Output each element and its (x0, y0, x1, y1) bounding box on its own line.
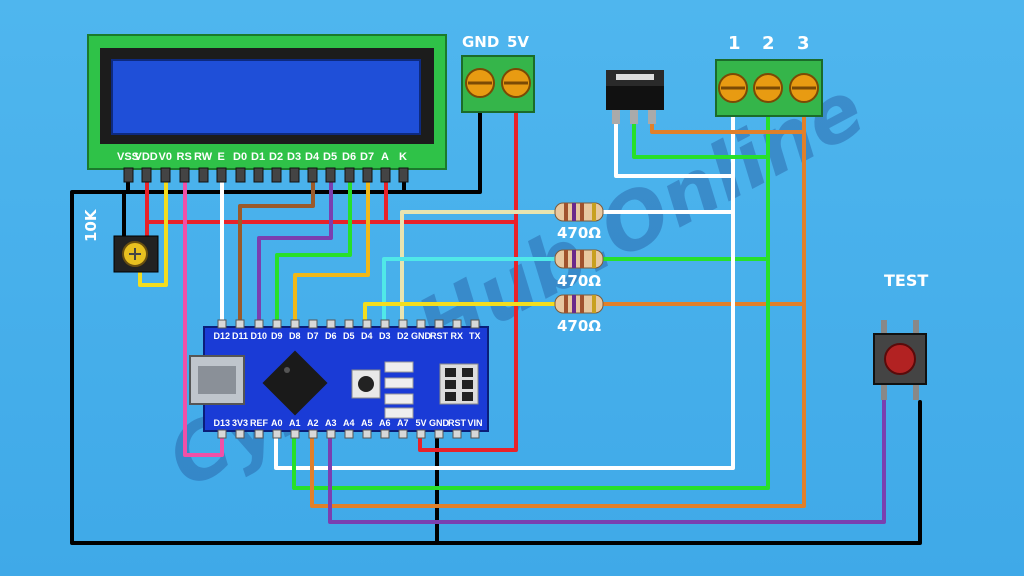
wire-v0 (138, 175, 168, 287)
nano-bottom_pins-label: A5 (361, 418, 373, 428)
lcd-pin-label: D7 (360, 151, 375, 163)
nano-bottom_pins-label: 5V (415, 418, 427, 428)
sensor-terminal (715, 59, 823, 117)
nano-top_pins-label: D3 (379, 331, 391, 341)
lcd-pin-label: RS (176, 151, 192, 163)
nano-bottom_pins-label: A2 (307, 418, 319, 428)
nano-bottom_pins-label: A3 (325, 418, 337, 428)
wire-d5 (257, 175, 333, 327)
wire-d3-res2 (382, 257, 557, 327)
lcd-pin-label: V0 (158, 151, 172, 163)
wire-rs (183, 175, 224, 457)
nano-top_pins-label: D7 (307, 331, 319, 341)
resistor-1-label: 470Ω (557, 224, 602, 242)
nano-bottom_pins-label: A6 (379, 418, 391, 428)
nano-top_pins-label: D12 (213, 331, 231, 341)
nano-bottom_pins-label: REF (250, 418, 268, 428)
wire-sensor-green (632, 116, 770, 159)
lcd-pin-label: D0 (233, 151, 248, 163)
nano-bottom_pins-label: 3V3 (232, 418, 249, 428)
test-button (873, 320, 927, 400)
lcd-pin-label: D5 (323, 151, 338, 163)
wire-term2 (292, 110, 770, 490)
lcd-pin-label: D3 (287, 151, 302, 163)
lcd-pin-label: D6 (342, 151, 357, 163)
potentiometer (113, 235, 159, 273)
nano-top_pins-label: RST (430, 331, 448, 341)
potentiometer-label: 10K (82, 209, 100, 243)
terminal-label-3: 3 (797, 33, 810, 54)
lcd-pin-label: VSS (117, 151, 140, 163)
5v-label: 5V (507, 33, 530, 51)
wire-d2-res1 (400, 210, 557, 327)
lcd-pin-label: A (381, 151, 389, 163)
lcd-pin-label: D4 (305, 151, 320, 163)
nano-bottom_pins-label: A7 (397, 418, 409, 428)
nano-top_pins-label: D5 (343, 331, 355, 341)
wire-sensor-white (614, 116, 735, 178)
nano-top_pins-label: D8 (289, 331, 301, 341)
nano-top_pins-label: D10 (250, 331, 268, 341)
lcd-pin-label: D1 (251, 151, 266, 163)
lcd-pin-label: RW (194, 151, 213, 163)
resistor-2 (554, 249, 604, 269)
resistor-3 (554, 294, 604, 314)
wire-sensor-orange (650, 116, 806, 134)
nano-top_pins-label: D6 (325, 331, 337, 341)
nano-bottom_pins-label: A4 (343, 418, 355, 428)
nano-top_pins-label: TX (469, 331, 481, 341)
wire-gnd-bus (70, 110, 922, 545)
nano-top_pins-label: D4 (361, 331, 373, 341)
nano-bottom_pins-label: RST (448, 418, 466, 428)
nano-top_pins-label: RX (450, 331, 464, 341)
lcd-module (87, 34, 447, 183)
lcd-pin-label: VDD (134, 151, 158, 163)
lcd-pin-label: K (399, 151, 407, 163)
wire-d4 (238, 175, 315, 327)
arduino-nano (189, 319, 489, 439)
nano-bottom_pins-label: A0 (271, 418, 283, 428)
gnd-label: GND (462, 33, 500, 51)
wire-term3 (310, 110, 806, 508)
lcd-pin-label: E (217, 151, 225, 163)
nano-top_pins-label: GND (411, 331, 431, 341)
nano-bottom_pins-label: VIN (467, 418, 483, 428)
resistor-1 (554, 202, 604, 222)
nano-top_pins-label: D11 (232, 331, 249, 341)
wire-d6 (275, 175, 352, 327)
terminal-label-2: 2 (762, 33, 775, 54)
nano-bottom_pins-label: A1 (289, 418, 301, 428)
sensor-component (606, 70, 664, 124)
test-button-label: TEST (884, 271, 929, 290)
nano-bottom_pins-label: GND (429, 418, 449, 428)
wire-5v (418, 110, 518, 452)
wire-d7 (293, 175, 370, 327)
nano-bottom_pins-label: D13 (213, 418, 231, 428)
nano-top_pins-label: D2 (397, 331, 409, 341)
nano-top_pins-label: D9 (271, 331, 283, 341)
terminal-label-1: 1 (728, 33, 741, 54)
lcd-pin-label: D2 (269, 151, 284, 163)
power-terminal (461, 55, 535, 113)
wire-term1 (274, 110, 735, 470)
resistor-3-label: 470Ω (557, 317, 602, 335)
wire-test (328, 396, 886, 524)
wire-d4-res3 (363, 302, 557, 327)
resistor-2-label: 470Ω (557, 272, 602, 290)
